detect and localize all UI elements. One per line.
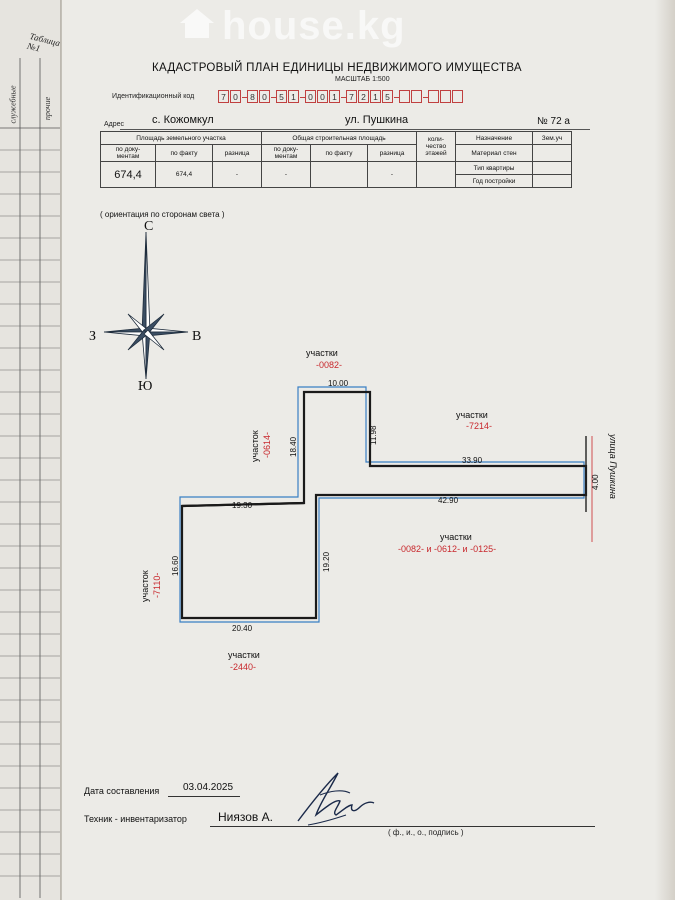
handwritten-signature [297,772,375,826]
land-diff-value: - [212,161,262,188]
header-build-fact: по факту [310,144,368,162]
neighbor-nw-label: участок [250,430,260,462]
left-page-grid [0,58,60,898]
neighbor-ne-label: участки [456,410,488,420]
neighbor-north-code: -0082- [316,360,342,370]
address-village: с. Кожомкул [152,114,214,126]
address-number: № 72 а [537,116,570,127]
info-table: Площадь земельного участка Общая строите… [100,131,572,188]
address-street: ул. Пушкина [345,114,409,126]
id-digit-box [440,90,451,103]
id-code-label: Идентификационный код [112,93,195,100]
technician-label: Техник - инвентаризатор [84,814,187,824]
dim-bottom: 20.40 [232,624,253,633]
compass-north: С [144,219,153,234]
neighbor-west-code: -7110- [152,573,162,598]
plot-plan: 10.00 11.98 33.90 4.00 42.90 19.20 20.40… [140,348,618,672]
header-land-diff: разница [212,144,262,162]
document-title: КАДАСТРОВЫЙ ПЛАН ЕДИНИЦЫ НЕДВИЖИМОГО ИМУ… [152,62,522,74]
page-edge [655,0,675,900]
neighbor-south-label: участки [228,650,260,660]
street-label: улица Пушкина [608,433,618,499]
neighbor-nw-code: -0614- [262,432,272,458]
id-digit-box: 1 [370,90,381,103]
id-digit-box: 0 [230,90,241,103]
header-land-area: Площадь земельного участка [100,131,262,145]
id-digit-box: 0 [317,90,328,103]
compass-caption: ( ориентация по сторонам света ) [100,210,225,219]
id-separator [423,97,428,98]
id-digit-box: 7 [346,90,357,103]
id-separator [341,97,346,98]
neighbor-south-east-label: участки [440,532,472,542]
id-separator [242,97,247,98]
dim-top: 10.00 [328,379,349,388]
compass-east: В [192,329,201,344]
id-separator [394,97,399,98]
build-diff-value: - [367,161,417,188]
date-line [168,796,240,797]
header-land-doc: по доку- ментам [100,144,156,162]
compass-south: Ю [138,379,152,394]
id-digit-box: 8 [247,90,258,103]
plot-outline-close [181,501,305,508]
neighbor-west-label: участок [140,570,150,602]
dim-notch-right: 11.98 [369,425,378,445]
header-zem: Зем.уч [532,131,572,145]
id-digit-box [411,90,422,103]
header-land-fact: по факту [155,144,213,162]
build-doc-value: - [261,161,311,188]
dim-upper-right: 33.90 [462,456,483,465]
technician-line [210,826,595,827]
header-floors: коли- чество этажей [416,131,456,162]
dim-left-top: 19.30 [232,501,253,510]
compass-west: З [89,329,96,344]
header-purpose: Назначение [455,131,533,145]
dim-left: 16.60 [171,555,180,576]
header-year: Год постройки [455,174,533,188]
id-digit-box: 2 [358,90,369,103]
id-digit-box: 1 [329,90,340,103]
header-build-area: Общая строительная площадь [261,131,417,145]
house-logo-icon [180,9,214,38]
date-value: 03.04.2025 [183,782,234,793]
technician-name: Ниязов А. [218,810,273,824]
id-digit-box: 1 [288,90,299,103]
address-line [120,129,590,130]
date-label: Дата составления [84,786,160,796]
signature-hint: ( ф., и., о., подпись ) [388,828,464,837]
neighbor-ne-code: -7214- [466,421,492,431]
dim-lower-right: 42.90 [438,496,459,505]
compass-rose: С Ю З В [89,219,201,394]
id-digit-box: 7 [218,90,229,103]
compass-star-icon [103,231,189,380]
id-digit-box: 0 [259,90,270,103]
id-digit-box [428,90,439,103]
land-fact-value: 674,4 [155,161,213,188]
header-build-diff: разница [367,144,417,162]
id-digit-box [452,90,463,103]
id-separator [300,97,305,98]
address-label: Адрес [104,121,125,128]
watermark: house.kg [222,4,406,48]
id-digit-box: 0 [305,90,316,103]
header-walls: Материал стен [455,144,533,162]
plot-border-blue [179,386,585,623]
header-flat-type: Тип квартиры [455,161,533,175]
header-build-doc: по доку- ментам [261,144,311,162]
id-digit-box: 5 [382,90,393,103]
land-doc-value: 674,4 [100,161,156,188]
neighbor-south-east-code: -0082- и -0612- и -0125- [398,544,496,554]
neighbor-north-label: участки [306,348,338,358]
dim-street: 4.00 [591,474,600,490]
id-digit-box: 5 [276,90,287,103]
dim-notch-left: 18.40 [289,436,298,457]
dim-inner-vertical: 19.20 [322,551,331,572]
id-separator [271,97,276,98]
scale-label: МАСШТАБ 1:500 [335,76,390,83]
neighbor-south-code: -2440- [230,662,256,672]
id-digit-box [399,90,410,103]
